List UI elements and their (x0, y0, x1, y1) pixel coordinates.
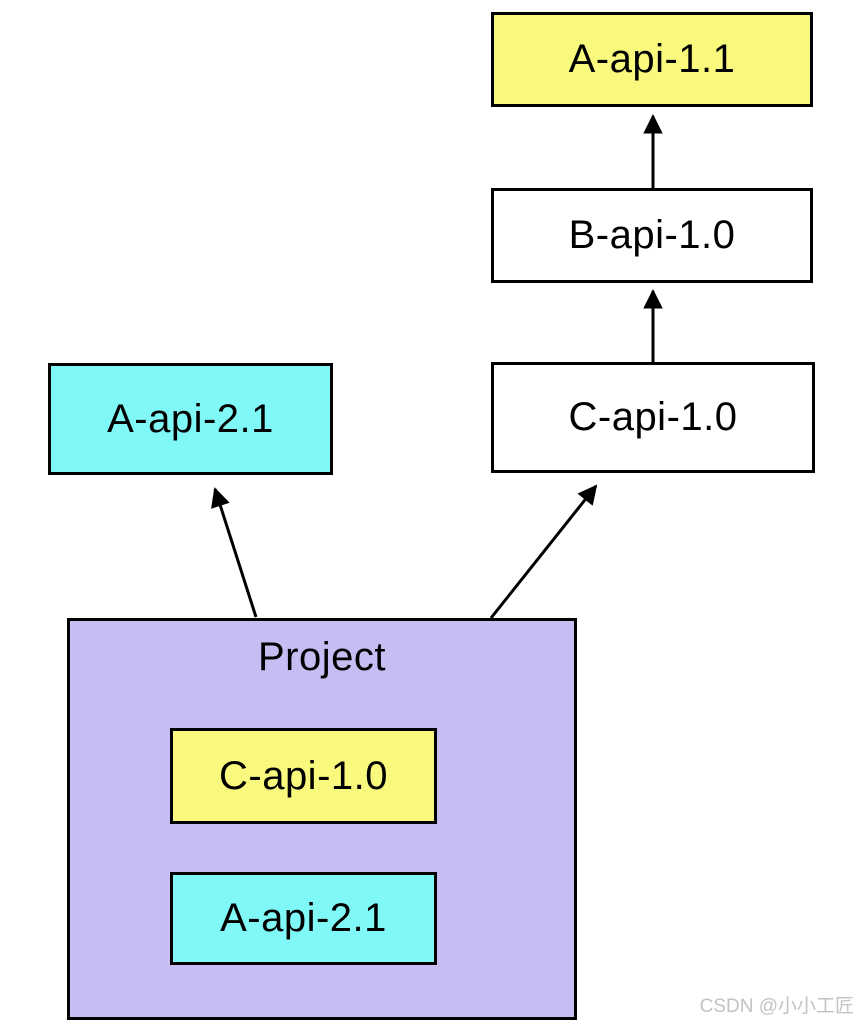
node-a-api-1-1-label: A-api-1.1 (568, 37, 736, 81)
node-project-container: Project C-api-1.0 A-api-2.1 (67, 618, 577, 1020)
node-c-api-1-0: C-api-1.0 (491, 362, 815, 473)
node-a-api-2-1: A-api-2.1 (48, 363, 333, 475)
node-a-api-1-1: A-api-1.1 (491, 12, 813, 107)
arrow-project-to-a-api-21 (211, 487, 258, 618)
csdn-watermark: CSDN @小小工匠 (699, 996, 854, 1017)
arrow-project-to-c-api-10 (489, 484, 598, 619)
node-c-api-1-0-label: C-api-1.0 (568, 395, 738, 439)
project-dependency-a-api-2-1: A-api-2.1 (170, 872, 437, 965)
project-dependency-c-api-1-0: C-api-1.0 (170, 728, 437, 824)
project-dependency-c-api-1-0-label: C-api-1.0 (218, 753, 388, 798)
node-b-api-1-0-label: B-api-1.0 (568, 213, 736, 257)
project-title: Project (258, 635, 386, 679)
node-b-api-1-0: B-api-1.0 (491, 188, 813, 283)
project-dependency-a-api-2-1-label: A-api-2.1 (220, 896, 387, 940)
node-a-api-2-1-label: A-api-2.1 (107, 396, 274, 441)
